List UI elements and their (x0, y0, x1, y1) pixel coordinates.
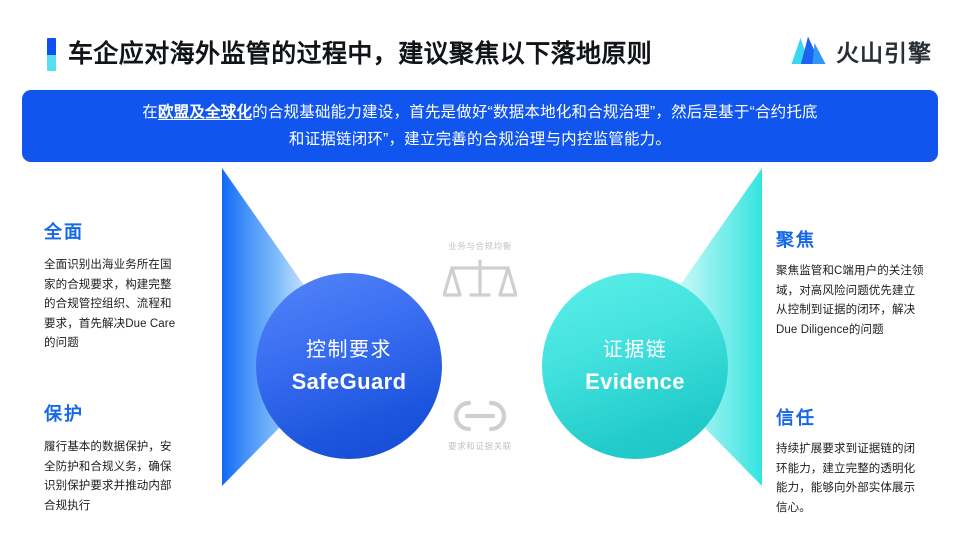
page-title: 车企应对海外监管的过程中，建议聚焦以下落地原则 (68, 40, 653, 68)
chain-group: 要求和证据关联 (440, 396, 520, 452)
summary-banner-text: 在欧盟及全球化的合规基础能力建设，首先是做好“数据本地化和合规治理”，然后是基于… (108, 99, 852, 153)
left-body-protection: 履行基本的数据保护，安全防护和合规义务，确保识别保护要求并推动内部合规执行 (44, 441, 172, 512)
balance-scale-icon (443, 259, 517, 297)
slide-header: 车企应对海外监管的过程中，建议聚焦以下落地原则 火山引擎 (0, 0, 960, 84)
right-heading-focus: 聚焦 (776, 230, 816, 250)
evidence-label-cn: 证据链 (602, 339, 668, 361)
diagram-stage: 控制要求 SafeGuard 证据链 Evidence 业务与合规均衡 (0, 168, 960, 540)
banner-line2: 和证据链闭环”，建立完善的合规治理与内控监管能力。 (288, 131, 672, 148)
right-heading-trust: 信任 (776, 408, 816, 428)
left-heading-protection: 保护 (44, 404, 84, 424)
volcano-mountain-logo-icon (791, 36, 826, 64)
safeguard-label-cn: 控制要求 (306, 339, 392, 361)
chain-link-icon (453, 400, 507, 432)
banner-line1-bold: 欧盟及全球化 (157, 104, 253, 121)
right-body-focus: 聚焦监管和C端用户的关注领域，对高风险问题优先建立从控制到证据的闭环，解决Due… (776, 265, 924, 336)
banner-line1-prefix: 在 (142, 104, 158, 121)
brand-logo: 火山引擎 (790, 34, 932, 68)
banner-line1-rest: 的合规基础能力建设，首先是做好“数据本地化和合规治理”，然后是基于“合约托底 (252, 104, 818, 121)
right-body-trust: 持续扩展要求到证据链的闭环能力，建立完整的透明化能力，能够向外部实体展示信心。 (776, 443, 916, 514)
title-accent-bar (47, 38, 56, 71)
balance-label: 业务与合规均衡 (448, 241, 512, 251)
evidence-label-en: Evidence (585, 369, 685, 394)
safeguard-label-en: SafeGuard (291, 369, 407, 394)
evidence-circle[interactable]: 证据链 Evidence (542, 273, 728, 459)
left-heading-comprehensive: 全面 (44, 222, 84, 242)
safeguard-circle[interactable]: 控制要求 SafeGuard (256, 273, 442, 459)
left-body-comprehensive: 全面识别出海业务所在国家的合规要求，构建完整的合规管控组织、流程和要求，首先解决… (44, 259, 176, 349)
balance-group: 业务与合规均衡 (440, 240, 520, 313)
summary-banner: 在欧盟及全球化的合规基础能力建设，首先是做好“数据本地化和合规治理”，然后是基于… (22, 90, 938, 162)
chain-label: 要求和证据关联 (448, 441, 512, 451)
brand-name: 火山引擎 (836, 40, 932, 66)
